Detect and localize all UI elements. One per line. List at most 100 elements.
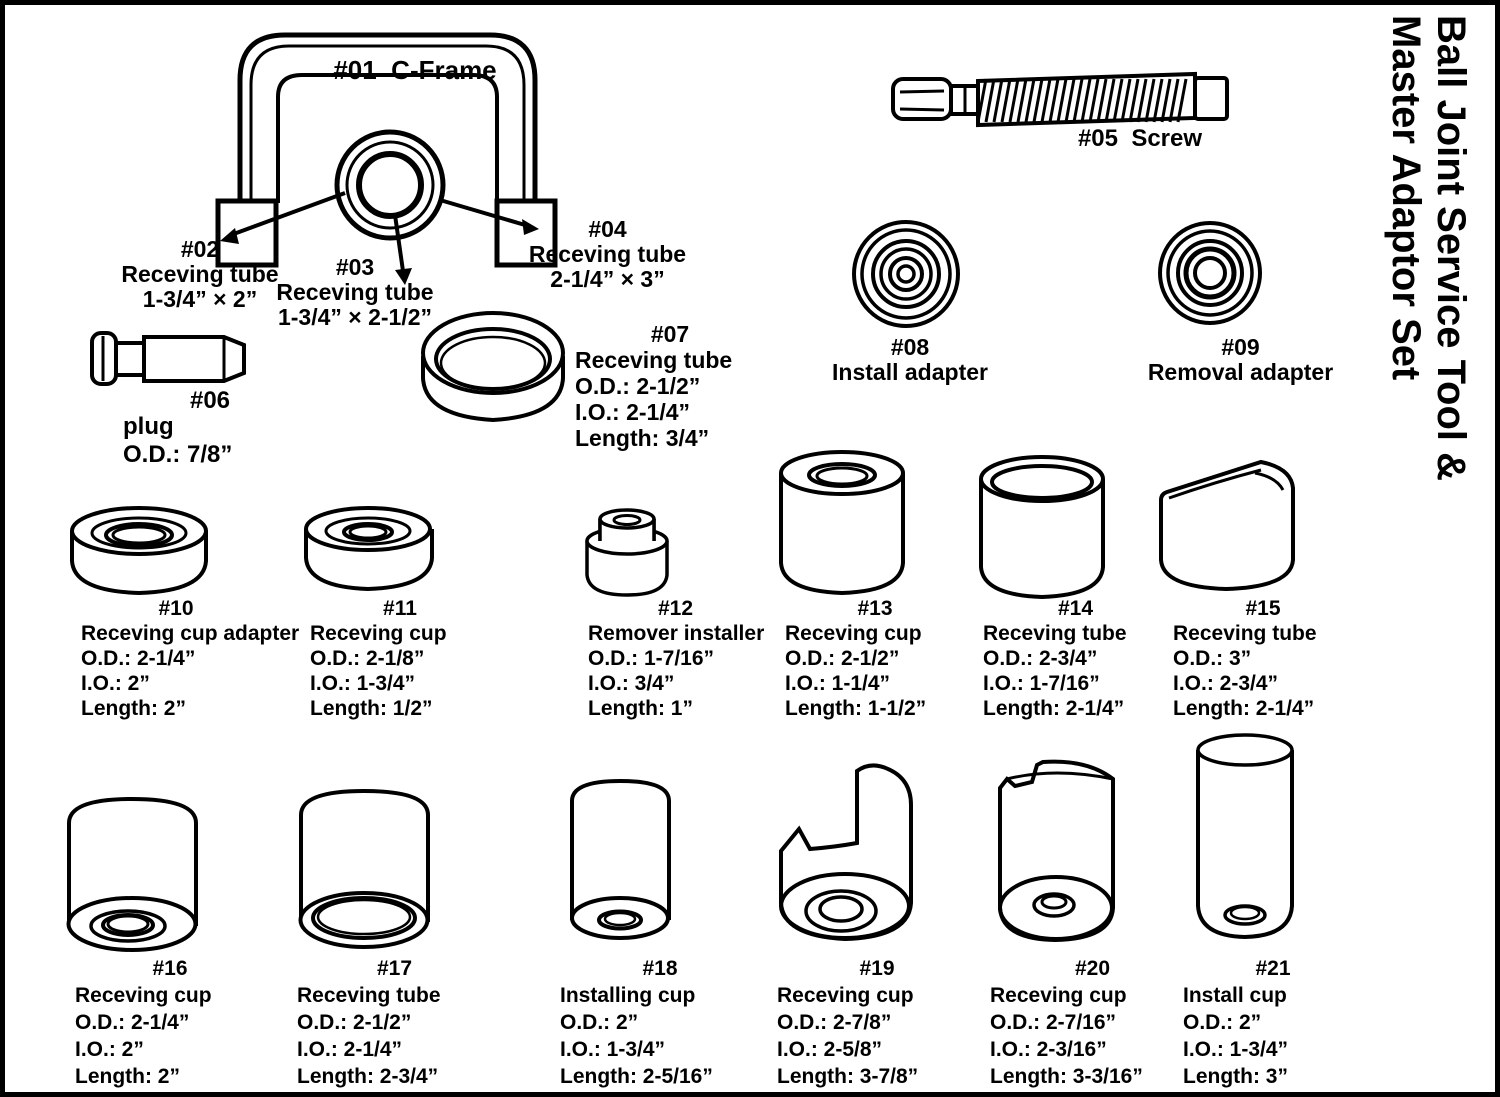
part-15-length: Length: 2-1/4” <box>1173 697 1315 720</box>
part-09-name: Removal adapter <box>1147 359 1334 385</box>
part-21-id: #21 <box>1255 957 1291 980</box>
removal-adapter-drawing <box>1158 221 1262 325</box>
part-06-od: O.D.: 7/8” <box>123 441 233 468</box>
part-20-label: #20 Receving cup O.D.: 2-7/16” I.O.: 2-3… <box>990 955 1195 1090</box>
part-05-name: Screw <box>1131 125 1203 152</box>
part-07-io: I.O.: 2-1/4” <box>575 399 691 425</box>
part-12-od: O.D.: 1-7/16” <box>588 647 715 670</box>
part-12-name: Remover installer <box>588 622 765 645</box>
part-19-name: Receving cup <box>777 984 914 1007</box>
part-14-io: I.O.: 1-7/16” <box>983 672 1100 695</box>
part-02-size: 1-3/4” × 2” <box>142 286 258 312</box>
part-10-length: Length: 2” <box>81 697 186 720</box>
receiving-cup-19-drawing <box>779 763 913 942</box>
part-21-label: #21 Install cup O.D.: 2” I.O.: 1-3/4” Le… <box>1183 955 1363 1090</box>
part-04-size: 2-1/4” × 3” <box>550 266 665 292</box>
part-03-name: Receving tube <box>276 279 434 305</box>
part-05-id: #05 <box>1077 125 1118 152</box>
part-08-id: #08 <box>890 334 930 360</box>
receiving-cup-13-drawing <box>779 450 905 596</box>
part-10-io: I.O.: 2” <box>81 672 150 695</box>
part-18-name: Installing cup <box>560 984 696 1007</box>
receiving-tube-15-drawing <box>1159 459 1295 592</box>
part-12-io: I.O.: 3/4” <box>588 672 675 695</box>
part-18-label: #18 Installing cup O.D.: 2” I.O.: 1-3/4”… <box>560 955 760 1090</box>
part-16-label: #16 Receving cup O.D.: 2-1/4” I.O.: 2” L… <box>75 955 265 1090</box>
part-13-io: I.O.: 1-1/4” <box>785 672 891 695</box>
part-11-length: Length: 1/2” <box>310 697 433 720</box>
part-04-name: Receving tube <box>528 241 687 267</box>
part-20-length: Length: 3-3/16” <box>990 1065 1143 1088</box>
part-13-name: Receving cup <box>785 622 922 645</box>
part-09-label: #09 Removal adapter <box>1133 335 1348 385</box>
receiving-cup-adapter-10-drawing <box>70 506 208 596</box>
part-19-od: O.D.: 2-7/8” <box>777 1011 892 1034</box>
receiving-tube-14-drawing <box>979 455 1105 600</box>
part-20-od: O.D.: 2-7/16” <box>990 1011 1117 1034</box>
part-11-od: O.D.: 2-1/8” <box>310 647 425 670</box>
part-11-id: #11 <box>383 597 417 620</box>
part-15-od: O.D.: 3” <box>1173 647 1252 670</box>
part-04-id: #04 <box>588 216 627 242</box>
part-07-od: O.D.: 2-1/2” <box>575 373 701 399</box>
part-10-id: #10 <box>158 597 194 620</box>
receiving-cup-20-drawing <box>998 759 1115 943</box>
part-03-label: #03 Receving tube 1-3/4” × 2-1/2” <box>255 255 455 330</box>
part-06-label: plug O.D.: 7/8” <box>123 413 303 469</box>
part-20-id: #20 <box>1074 957 1111 980</box>
part-07-length: Length: 3/4” <box>575 425 710 451</box>
part-17-io: I.O.: 2-1/4” <box>297 1038 403 1061</box>
part-15-name: Receving tube <box>1173 622 1317 645</box>
part-01-id: #01 <box>333 55 377 85</box>
part-15-io: I.O.: 2-3/4” <box>1173 672 1279 695</box>
part-12-length: Length: 1” <box>588 697 693 720</box>
part-20-io: I.O.: 2-3/16” <box>990 1038 1107 1061</box>
part-02-name: Receving tube <box>121 261 279 287</box>
receiving-cup-11-drawing <box>304 506 434 592</box>
part-06-id: #06 <box>189 387 231 414</box>
part-14-id: #14 <box>1057 597 1094 620</box>
part-13-length: Length: 1-1/2” <box>785 697 927 720</box>
part-05-label: #05 Screw <box>1040 125 1240 153</box>
part-10-name: Receving cup adapter <box>81 622 300 645</box>
part-19-id: #19 <box>859 957 895 980</box>
plug-drawing <box>90 331 246 386</box>
receiving-tube-07-drawing <box>421 311 565 423</box>
part-17-name: Receving tube <box>297 984 441 1007</box>
receiving-cup-16-drawing <box>66 796 198 952</box>
screw-drawing <box>891 71 1229 128</box>
part-15-id: #15 <box>1245 597 1281 620</box>
part-21-od: O.D.: 2” <box>1183 1011 1262 1034</box>
part-13-id: #13 <box>857 597 893 620</box>
part-14-label: #14 Receving tube O.D.: 2-3/4” I.O.: 1-7… <box>983 596 1168 721</box>
page-title-line-1: Ball Joint Service Tool & <box>1429 15 1473 482</box>
part-19-length: Length: 3-7/8” <box>777 1065 919 1088</box>
part-01-name: C-Frame <box>391 55 497 85</box>
install-adapter-drawing <box>852 220 960 328</box>
part-16-length: Length: 2” <box>75 1065 180 1088</box>
part-10-od: O.D.: 2-1/4” <box>81 647 196 670</box>
part-20-name: Receving cup <box>990 984 1127 1007</box>
part-01-label: #01 C-Frame <box>295 55 535 86</box>
part-16-io: I.O.: 2” <box>75 1038 144 1061</box>
install-cup-21-drawing <box>1196 733 1294 940</box>
part-07-label: #07 Receving tube O.D.: 2-1/2” I.O.: 2-1… <box>575 321 765 451</box>
receiving-tube-17-drawing <box>298 788 430 949</box>
part-09-id: #09 <box>1221 334 1260 360</box>
part-08-label: #08 Install adapter <box>810 335 1010 385</box>
part-04-label: #04 Receving tube 2-1/4” × 3” <box>510 217 705 292</box>
part-07-name: Receving tube <box>575 347 733 373</box>
part-08-name: Install adapter <box>832 359 988 385</box>
part-02-label: #02 Receving tube 1-3/4” × 2” <box>100 237 300 312</box>
part-19-io: I.O.: 2-5/8” <box>777 1038 883 1061</box>
part-17-od: O.D.: 2-1/2” <box>297 1011 412 1034</box>
c-frame-drawing <box>215 32 558 285</box>
part-21-name: Install cup <box>1183 984 1287 1007</box>
part-21-io: I.O.: 1-3/4” <box>1183 1038 1289 1061</box>
part-21-length: Length: 3” <box>1183 1065 1288 1088</box>
part-11-io: I.O.: 1-3/4” <box>310 672 416 695</box>
part-17-length: Length: 2-3/4” <box>297 1065 439 1088</box>
part-11-name: Receving cup <box>310 622 447 645</box>
screw-thread-hatch <box>976 78 1188 123</box>
